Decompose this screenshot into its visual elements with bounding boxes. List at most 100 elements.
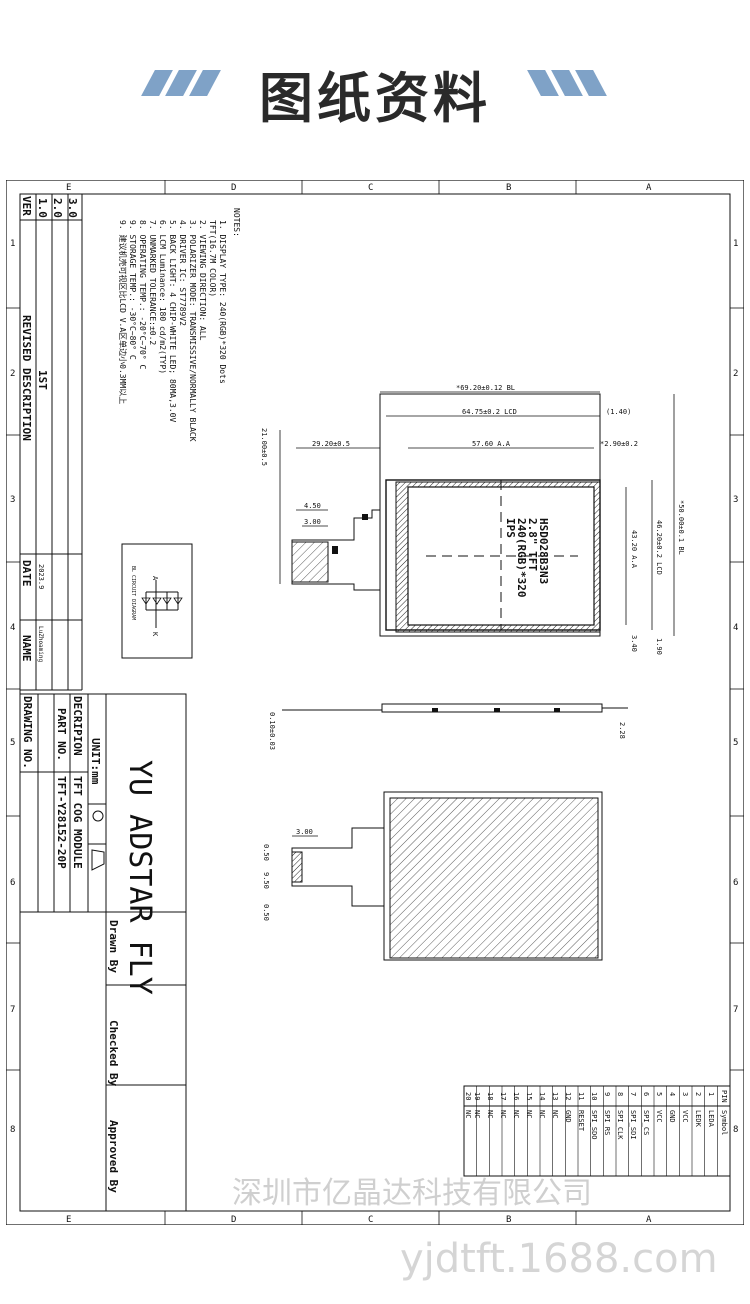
dim-aa-width: 57.60 A.A <box>472 440 511 448</box>
bl-circuit-label: BL CIRCUIT DIAGRAM <box>130 566 136 620</box>
rev-ver: 2.0 <box>51 198 64 218</box>
zone-number: 8 <box>733 1125 738 1135</box>
note-line: 8. OPERATING TEMP.: -20°C~70° C <box>138 220 147 369</box>
site-watermark: yjdtft.1688.com <box>400 1236 718 1282</box>
rev-ver: 3.0 <box>66 198 79 218</box>
dim-aa-height: 43.20 A.A <box>630 530 638 569</box>
pin-symbol: NC <box>525 1110 533 1118</box>
rev-header-desc: REVISED DESCRIPTION <box>20 315 33 441</box>
pin-number: 6 <box>642 1092 650 1096</box>
dim-pin-b: 9.50 <box>262 872 270 889</box>
pin-number: 10 <box>590 1092 598 1100</box>
pin-symbol: NC <box>464 1110 472 1118</box>
zone-ticks <box>6 180 744 1225</box>
revision-table: VER REVISED DESCRIPTION DATE NAME 1.0 2.… <box>20 194 83 691</box>
pin-symbol: LEDK <box>694 1110 702 1128</box>
pin-symbol: GND <box>564 1110 572 1123</box>
dim-fpc-w2: 3.00 <box>304 518 321 526</box>
zone-number: 4 <box>733 623 738 633</box>
zone-number: 2 <box>733 369 738 379</box>
rev-header-date: DATE <box>20 560 33 587</box>
part-value: TFT-Y28152-20P <box>55 776 68 869</box>
pin-number: 5 <box>655 1092 663 1096</box>
pin-number: 19 <box>473 1092 481 1100</box>
dim-fpc-w1: 4.50 <box>304 502 321 510</box>
part-label: PART NO. <box>55 708 68 761</box>
bl-circuit-diagram: A K BL CIRCUIT DIAGRAM <box>121 543 193 659</box>
zone-letter: A <box>646 183 652 193</box>
page-header: 图纸资料 <box>0 40 750 130</box>
dim-right-margin: *2.90±0.2 <box>600 440 638 448</box>
pin-number: 7 <box>629 1092 637 1096</box>
note-line: 9. STORAGE TEMP.: -30°C~80° C <box>128 220 137 360</box>
dim-thickness: 2.28 <box>618 722 626 739</box>
page-title: 图纸资料 <box>259 67 491 130</box>
pin-header: PIN <box>720 1090 728 1103</box>
zone-letter: A <box>646 1215 652 1225</box>
title-block: YU ADSTAR FLY UNIT:mm DECRIPION TFT COG … <box>19 693 187 1212</box>
zone-number: 5 <box>10 738 15 748</box>
dim-bottom-1: 3.40 <box>630 635 638 652</box>
bl-anode: A <box>151 576 159 581</box>
dim-lcd-width: 64.75±0.2 LCD <box>462 408 517 416</box>
pin-symbol: SPI_SDI <box>629 1110 637 1140</box>
zone-letter: E <box>66 183 71 193</box>
bl-cathode: K <box>151 632 159 637</box>
zone-letter: C <box>368 183 373 193</box>
zone-number: 3 <box>10 495 15 505</box>
dim-bl-height: *50.00±0.1 BL <box>677 500 685 555</box>
company-watermark: 深圳市亿晶达科技有限公司 <box>232 1176 592 1211</box>
dim-bottom-2: 1.90 <box>655 638 663 655</box>
pin-symbol: NC <box>538 1110 546 1118</box>
rear-view: 3.00 0.50 9.50 0.50 <box>262 791 603 961</box>
pin-number: 3 <box>681 1092 689 1096</box>
pin-symbol: SPI_RS <box>603 1110 611 1135</box>
pin-symbol: LEDA <box>707 1110 715 1128</box>
zone-number: 6 <box>733 878 738 888</box>
pin-symbol: VCC <box>681 1110 689 1123</box>
pin-symbol: GND <box>668 1110 676 1123</box>
panel-type: IPS <box>504 518 517 538</box>
zone-letter: D <box>231 1215 236 1225</box>
zone-number: 5 <box>733 738 738 748</box>
front-view: HSD028B3N3 2.8" TFT 240(RGB)*320 IPS *69… <box>260 384 685 655</box>
side-view: 2.28 0.10±0.03 <box>268 703 628 750</box>
rev-header-name: NAME <box>20 635 33 662</box>
pin-number: 16 <box>512 1092 520 1100</box>
pin-number: 1 <box>707 1092 715 1096</box>
zone-letter: B <box>506 1215 511 1225</box>
zone-number: 7 <box>10 1005 15 1015</box>
zone-number: 4 <box>10 623 15 633</box>
pin-number: 18 <box>486 1092 494 1100</box>
approved-by: Approved By <box>107 1120 120 1193</box>
projection-symbol <box>92 810 104 822</box>
rev-name: LuZhoaming <box>37 626 44 663</box>
pin-symbol: NC <box>551 1110 559 1118</box>
unit-label: UNIT:mm <box>89 738 102 785</box>
note-line: 9. 建议机壳可视区比LCD V.A区单边小0.3MM以上 <box>118 220 128 404</box>
rev-date: 2023.9 <box>37 564 45 589</box>
pin-symbol: NC <box>499 1110 507 1118</box>
panel-model: HSD028B3N3 <box>537 518 550 584</box>
zone-number: 2 <box>10 369 15 379</box>
dim-lcd-height: 46.20±0.2 LCD <box>655 520 663 575</box>
zone-letter: D <box>231 183 236 193</box>
pin-symbol: RESET <box>577 1110 585 1132</box>
zone-letter: B <box>506 183 511 193</box>
pin-number: 17 <box>499 1092 507 1100</box>
drawing-label: DRAWING NO. <box>21 696 34 769</box>
zone-number: 6 <box>10 878 15 888</box>
panel-size: 2.8" TFT <box>526 518 539 571</box>
pin-symbol: NC <box>486 1110 494 1118</box>
notes: NOTES: 1. DISPLAY TYPE: 240(RGB)*320 Dot… <box>118 208 241 442</box>
notes-title: NOTES: <box>232 208 241 237</box>
dim-pin-width: 3.00 <box>296 828 313 836</box>
pin-number: 11 <box>577 1092 585 1100</box>
note-line: 5. BACK LIGHT: 4 CHIP-WHITE LED; 80MA,3.… <box>168 220 177 422</box>
pin-symbol: NC <box>512 1110 520 1118</box>
pin-number: 14 <box>538 1092 546 1100</box>
desc-value: TFT COG MODULE <box>71 776 84 869</box>
pin-number: 13 <box>551 1092 559 1100</box>
pin-number: 2 <box>694 1092 702 1096</box>
note-line: 2. VIEWING DIRECTION: ALL <box>198 220 207 341</box>
